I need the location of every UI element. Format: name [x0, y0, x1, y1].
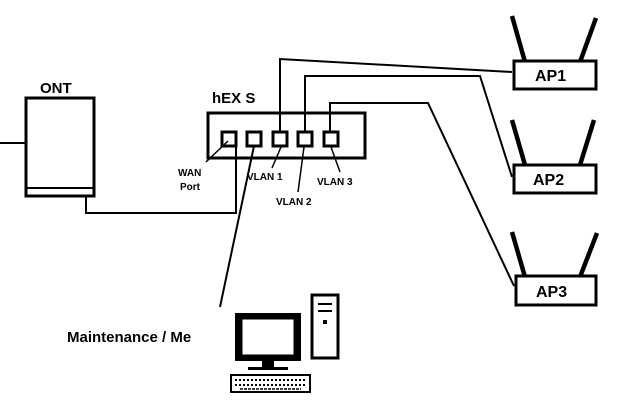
- ont-device: [0, 96, 96, 198]
- vlan3-pointer: [330, 146, 341, 173]
- wan-port-label-line1: WAN: [178, 168, 201, 179]
- maintenance-cable: [219, 145, 255, 308]
- vlan2-pointer: [297, 146, 305, 193]
- router-port-vlan2: [296, 130, 314, 148]
- ap3-device: [509, 231, 600, 307]
- ap3-antenna-right: [577, 232, 600, 278]
- ap2-antenna-right: [577, 119, 597, 166]
- wan-port-label-line2: Port: [180, 182, 201, 193]
- computer-tower: [310, 293, 340, 360]
- wan-port-pointer: [205, 140, 229, 163]
- vlan3-to-ap3-cable: [329, 102, 515, 287]
- vlan1-label: VLAN 1: [247, 172, 283, 183]
- vlan2-label: VLAN 2: [276, 197, 312, 208]
- ap2-antenna-left: [509, 119, 528, 166]
- vlan1-to-ap1-cable: [279, 57, 513, 132]
- tower-power-light: [323, 320, 327, 324]
- router-port-vlan1: [271, 130, 289, 148]
- monitor-neck: [262, 361, 274, 367]
- monitor-screen: [241, 318, 295, 356]
- ap1-antenna-right: [577, 17, 599, 63]
- router-port-2: [245, 130, 263, 148]
- monitor-stand: [248, 367, 288, 370]
- ap1-label: AP1: [535, 68, 566, 85]
- ont-box: [24, 96, 96, 198]
- ap1-antenna-left: [509, 15, 528, 63]
- ap2-box: [512, 163, 598, 195]
- ap1-device: [509, 15, 599, 91]
- ap3-antenna-left: [509, 231, 528, 278]
- vlan3-label: VLAN 3: [317, 177, 353, 188]
- ont-label: ONT: [40, 80, 72, 97]
- ap3-box: [514, 274, 598, 307]
- router-port-vlan3: [322, 130, 340, 148]
- ont-to-wan-cable: [85, 146, 237, 214]
- ap2-device: [509, 119, 598, 195]
- keyboard: [230, 374, 311, 393]
- ap1-box: [512, 59, 598, 91]
- ap2-label: AP2: [533, 172, 564, 189]
- vlan2-to-ap2-cable: [304, 75, 513, 178]
- router-label: hEX S: [212, 90, 255, 107]
- vlan1-pointer: [271, 146, 282, 169]
- maintenance-label: Maintenance / Me: [67, 329, 191, 346]
- computer-icon: [230, 293, 340, 393]
- ap3-label: AP3: [536, 284, 567, 301]
